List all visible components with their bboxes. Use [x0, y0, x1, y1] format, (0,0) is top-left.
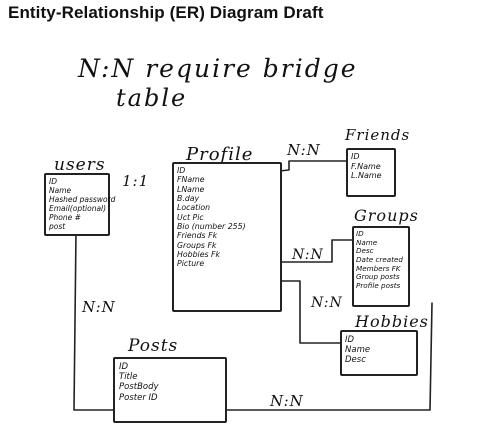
field-friends: L.Name [351, 171, 382, 181]
field-posts: Title [119, 372, 138, 383]
field-users: Phone # [49, 213, 81, 222]
entity-title-hobbies: Hobbies [355, 312, 429, 331]
field-profile: B.day [177, 194, 200, 204]
field-profile: Bio (number 255) [177, 222, 246, 232]
field-groups: Members FK [356, 263, 401, 273]
relation-posts-groups: N:N [270, 392, 304, 410]
line-posts-groups [222, 302, 433, 411]
field-users: post [49, 222, 66, 231]
relation-profile-hobbies: N:N [311, 295, 343, 311]
line-users-posts [73, 231, 114, 411]
field-groups: Desc [356, 246, 374, 256]
line-profile-groups [277, 239, 353, 263]
field-groups: Group posts [356, 272, 400, 282]
field-friends: F.Name [351, 161, 381, 171]
relation-users-posts: N:N [82, 298, 116, 316]
field-groups: ID [356, 229, 364, 238]
line-profile-friends [278, 160, 347, 172]
field-friends: ID [351, 152, 360, 161]
field-users: Name [49, 186, 72, 195]
field-hobbies: ID [345, 335, 355, 345]
line-profile-hobbies [276, 280, 341, 344]
field-profile: ID [177, 166, 186, 175]
field-profile: Friends Fk [177, 231, 218, 241]
field-groups: Name [356, 237, 378, 247]
entity-title-users: users [54, 155, 106, 175]
field-profile: Hobbies Fk [177, 250, 221, 260]
field-groups: Profile posts [356, 280, 401, 290]
relation-users-profile: 1:1 [122, 172, 150, 190]
relation-profile-friends: N:N [287, 141, 321, 159]
relation-profile-groups: N:N [292, 247, 324, 263]
page-title: Entity-Relationship (ER) Diagram Draft [8, 3, 324, 22]
field-hobbies: Desc [345, 355, 366, 366]
field-posts: ID [119, 362, 129, 372]
bridge-table-note-line1: N:N require bridge [78, 54, 358, 83]
entity-title-friends: Friends [345, 126, 411, 144]
entity-title-profile: Profile [186, 144, 254, 165]
entity-title-groups: Groups [354, 206, 419, 225]
entity-title-posts: Posts [128, 336, 179, 356]
field-profile: LName [177, 184, 205, 194]
field-hobbies: Name [345, 345, 371, 356]
field-users: Email(optional) [49, 204, 107, 213]
field-profile: Picture [177, 259, 205, 269]
bridge-table-note-line2: table [116, 84, 188, 112]
field-users: Hashed password [49, 195, 116, 204]
field-profile: Groups Fk [177, 240, 217, 250]
field-users: ID [49, 177, 57, 186]
field-profile: Location [177, 203, 211, 213]
field-profile: FName [177, 175, 205, 185]
field-posts: Poster ID [119, 392, 158, 403]
field-groups: Date created [356, 254, 403, 264]
field-posts: PostBody [119, 382, 159, 393]
field-profile: Uct Pic [177, 212, 204, 222]
